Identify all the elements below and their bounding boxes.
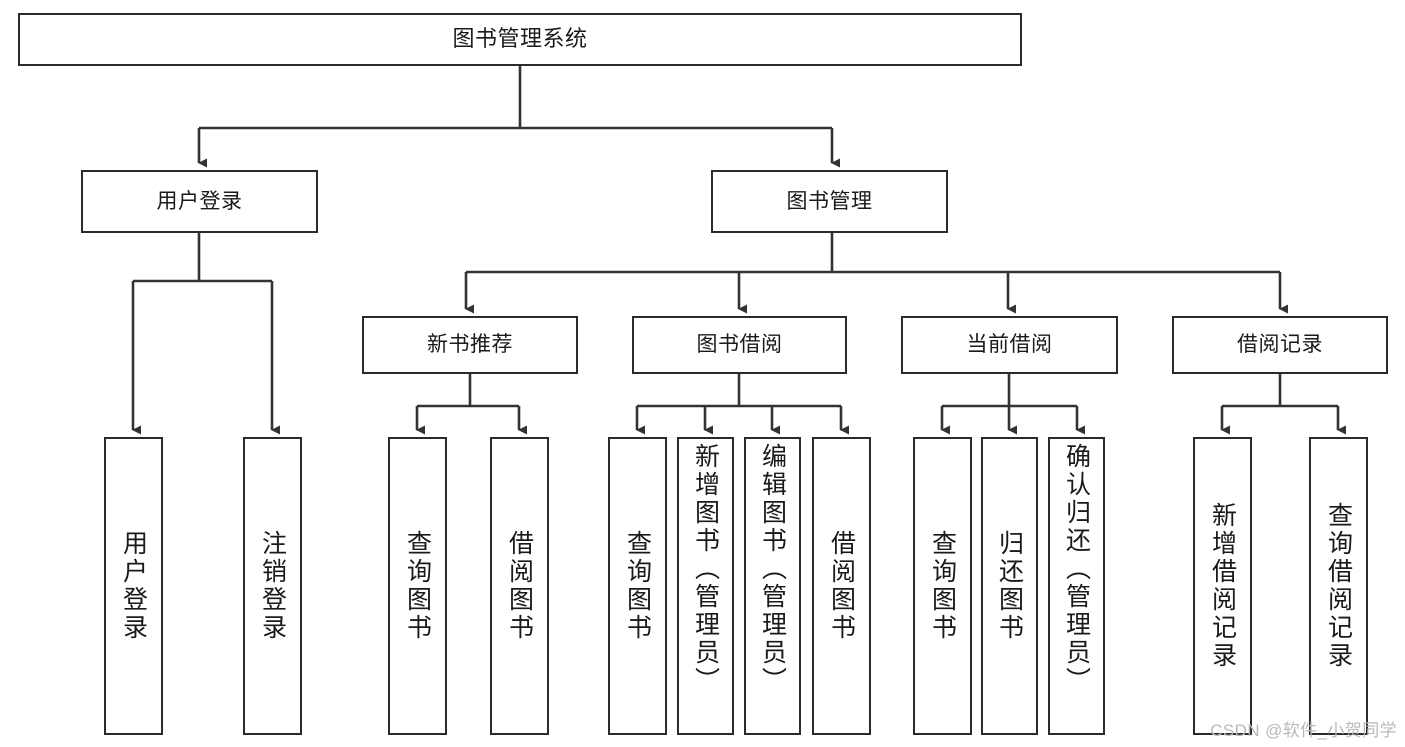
- node-label: 确认归还（管理员）: [1062, 443, 1091, 695]
- leaf-query-book-current[interactable]: 查询图书: [913, 437, 972, 735]
- node-user-login[interactable]: 用户登录: [81, 170, 318, 233]
- node-label: 新增图书（管理员）: [691, 443, 720, 695]
- leaf-confirm-return-admin[interactable]: 确认归还（管理员）: [1048, 437, 1105, 735]
- watermark-text: CSDN @软件_小贺同学: [1210, 721, 1397, 740]
- node-label: 用户登录: [119, 530, 148, 642]
- node-label: 新增借阅记录: [1208, 502, 1237, 670]
- node-label: 归还图书: [995, 530, 1024, 642]
- node-label: 注销登录: [258, 530, 287, 642]
- node-label: 图书管理: [786, 189, 873, 213]
- leaf-borrow-book-recommend[interactable]: 借阅图书: [490, 437, 549, 735]
- leaf-query-borrow-record[interactable]: 查询借阅记录: [1309, 437, 1368, 735]
- node-label: 新书推荐: [427, 333, 513, 357]
- node-borrow-record[interactable]: 借阅记录: [1172, 316, 1388, 374]
- leaf-edit-book-admin[interactable]: 编辑图书（管理员）: [744, 437, 801, 735]
- leaf-logout[interactable]: 注销登录: [243, 437, 302, 735]
- node-book-borrow[interactable]: 图书借阅: [632, 316, 847, 374]
- node-label: 查询借阅记录: [1324, 502, 1353, 670]
- node-label: 查询图书: [623, 530, 652, 642]
- node-label: 图书管理系统: [452, 26, 588, 52]
- leaf-query-book-borrow[interactable]: 查询图书: [608, 437, 667, 735]
- node-label: 图书借阅: [696, 333, 783, 357]
- leaf-return-book[interactable]: 归还图书: [981, 437, 1038, 735]
- node-label: 当前借阅: [966, 333, 1053, 357]
- node-current-borrow[interactable]: 当前借阅: [901, 316, 1118, 374]
- node-label: 编辑图书（管理员）: [758, 443, 787, 695]
- node-label: 借阅记录: [1237, 333, 1323, 357]
- node-book-management[interactable]: 图书管理: [711, 170, 948, 233]
- leaf-borrow-book[interactable]: 借阅图书: [812, 437, 871, 735]
- node-label: 借阅图书: [827, 530, 856, 642]
- node-label: 查询图书: [403, 530, 432, 642]
- node-root-book-management-system[interactable]: 图书管理系统: [18, 13, 1022, 66]
- leaf-user-login[interactable]: 用户登录: [104, 437, 163, 735]
- node-label: 借阅图书: [505, 530, 534, 642]
- leaf-add-borrow-record[interactable]: 新增借阅记录: [1193, 437, 1252, 735]
- node-label: 查询图书: [928, 530, 957, 642]
- leaf-add-book-admin[interactable]: 新增图书（管理员）: [677, 437, 734, 735]
- node-new-book-recommend[interactable]: 新书推荐: [362, 316, 578, 374]
- leaf-query-book-recommend[interactable]: 查询图书: [388, 437, 447, 735]
- node-label: 用户登录: [156, 189, 243, 213]
